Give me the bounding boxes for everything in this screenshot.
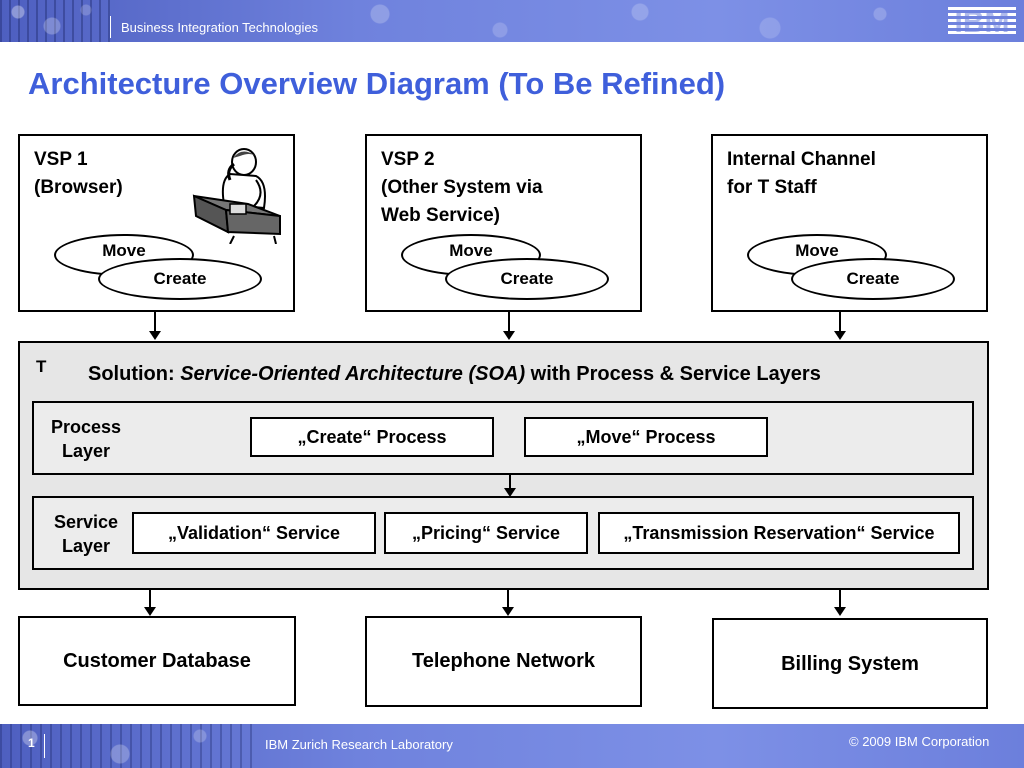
solution-title: Solution: Service-Oriented Architecture … bbox=[88, 363, 821, 386]
create-process: „Create“ Process bbox=[250, 417, 494, 457]
footer-separator bbox=[44, 734, 45, 758]
pricing-service: „Pricing“ Service bbox=[384, 512, 588, 554]
footer-pattern bbox=[0, 724, 260, 768]
footer-lab: IBM Zurich Research Laboratory bbox=[265, 737, 453, 752]
customer-database-box: Customer Database bbox=[18, 616, 296, 706]
footer-band: 1 IBM Zurich Research Laboratory © 2009 … bbox=[0, 724, 1024, 768]
process-layer-label: Process Layer bbox=[50, 417, 122, 461]
arrow-down bbox=[144, 590, 156, 616]
arrow-down bbox=[503, 312, 515, 340]
division-label: Business Integration Technologies bbox=[121, 20, 319, 35]
channel-label: Internal Channel for T Staff bbox=[727, 149, 876, 198]
person-on-phone-at-desk-icon bbox=[192, 148, 281, 244]
arrow-down bbox=[502, 590, 514, 616]
channel-box-vsp2: VSP 2 (Other System via Web Service) Mov… bbox=[365, 134, 642, 312]
header-pattern bbox=[0, 0, 110, 42]
service-layer: Service Layer „Validation“ Service „Pric… bbox=[32, 496, 974, 570]
header-band: Business Integration Technologies IBM bbox=[0, 0, 1024, 42]
billing-system-box: Billing System bbox=[712, 618, 988, 709]
header-separator bbox=[110, 16, 111, 38]
footer-copyright: © 2009 IBM Corporation bbox=[849, 734, 990, 749]
move-process: „Move“ Process bbox=[524, 417, 768, 457]
solution-corner-label: T bbox=[36, 357, 47, 376]
arrow-down bbox=[834, 590, 846, 616]
create-ellipse: Create bbox=[98, 258, 262, 300]
channel-box-internal: Internal Channel for T Staff Move Create bbox=[711, 134, 988, 312]
ibm-logo-icon: IBM bbox=[948, 6, 1016, 37]
ibm-logo-text: IBM bbox=[955, 6, 1010, 37]
page-title: Architecture Overview Diagram (To Be Ref… bbox=[28, 66, 726, 101]
header-bubbles bbox=[340, 0, 920, 42]
telephone-network-box: Telephone Network bbox=[365, 616, 642, 707]
page-number: 1 bbox=[28, 736, 35, 750]
channel-label: VSP 1 (Browser) bbox=[34, 149, 123, 198]
channel-label: VSP 2 (Other System via Web Service) bbox=[381, 149, 543, 226]
create-ellipse: Create bbox=[791, 258, 955, 300]
arrow-down bbox=[834, 312, 846, 340]
solution-box: T Solution: Service-Oriented Architectur… bbox=[18, 341, 989, 590]
arrow-down bbox=[149, 312, 161, 340]
service-layer-label: Service Layer bbox=[53, 512, 119, 556]
validation-service: „Validation“ Service bbox=[132, 512, 376, 554]
solution-title-italic: Service-Oriented Architecture (SOA) bbox=[180, 363, 526, 385]
process-layer: Process Layer „Create“ Process „Move“ Pr… bbox=[32, 401, 974, 475]
channel-box-vsp1: VSP 1 (Browser) Move Create bbox=[18, 134, 295, 312]
transmission-reservation-service: „Transmission Reservation“ Service bbox=[598, 512, 960, 554]
create-ellipse: Create bbox=[445, 258, 609, 300]
arrow-down bbox=[504, 475, 516, 497]
solution-title-suffix: with Process & Service Layers bbox=[525, 363, 821, 385]
solution-title-prefix: Solution: bbox=[88, 363, 181, 385]
